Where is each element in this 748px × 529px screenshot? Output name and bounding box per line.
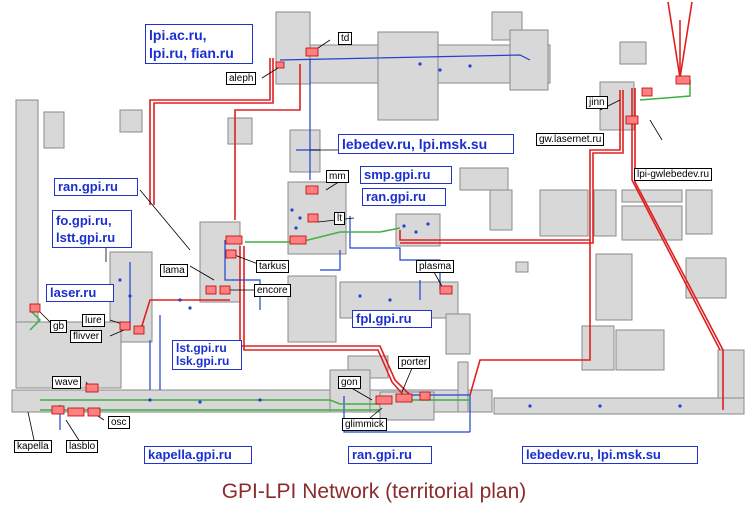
host-label-osc: osc xyxy=(108,416,130,429)
building xyxy=(329,369,371,413)
host-label-wave: wave xyxy=(52,376,82,389)
building xyxy=(289,129,321,173)
host-label-gwlasernet: gw.lasernet.ru xyxy=(536,133,605,146)
building xyxy=(457,361,469,413)
domain-label-fo: fo.gpi.ru, lstt.gpi.ru xyxy=(52,210,132,248)
domain-line: lsk.gpi.ru xyxy=(176,354,230,368)
building xyxy=(275,11,311,85)
building xyxy=(227,117,253,145)
host-label-glimmick: glimmick xyxy=(342,418,387,431)
host-label-tarkus: tarkus xyxy=(256,260,290,273)
building xyxy=(11,389,493,413)
host-label-porter: porter xyxy=(398,356,431,369)
domain-label-ran-mid: ran.gpi.ru xyxy=(362,188,446,206)
building xyxy=(615,329,665,371)
host-label-lpigw: lpi-gwlebedev.ru xyxy=(634,168,713,181)
domain-line: fo.gpi.ru, xyxy=(56,213,112,228)
domain-line: lpi.ru, fian.ru xyxy=(149,45,234,61)
domain-label-lpi: lpi.ac.ru, lpi.ru, fian.ru xyxy=(145,24,253,64)
host-label-lasblo: lasblo xyxy=(66,440,99,453)
host-label-jinn: jinn xyxy=(586,96,608,109)
host-label-mm: mm xyxy=(326,170,349,183)
building xyxy=(581,325,615,371)
building xyxy=(395,213,441,247)
host-label-aleph: aleph xyxy=(226,72,257,85)
host-label-lure: lure xyxy=(82,314,105,327)
domain-label-lebedev-bottom: lebedev.ru, lpi.msk.su xyxy=(522,446,698,464)
host-label-gb: gb xyxy=(50,320,68,333)
domain-label-ran-left: ran.gpi.ru xyxy=(54,178,138,196)
domain-label-fpl: fpl.gpi.ru xyxy=(352,310,432,328)
host-label-plasma: plasma xyxy=(416,260,455,273)
building xyxy=(515,261,529,273)
domain-line: lstt.gpi.ru xyxy=(56,230,116,245)
host-label-encore: encore xyxy=(254,284,291,297)
domain-line: lst.gpi.ru xyxy=(176,341,227,355)
building xyxy=(43,111,65,149)
host-label-flivver: flivver xyxy=(70,330,103,343)
building xyxy=(459,167,509,191)
domain-label-smp: smp.gpi.ru xyxy=(360,166,452,184)
domain-label-ran-bottom: ran.gpi.ru xyxy=(348,446,432,464)
host-label-kapella: kapella xyxy=(14,440,52,453)
building xyxy=(621,205,683,241)
building xyxy=(493,397,745,415)
building xyxy=(539,189,589,237)
domain-label-lst: lst.gpi.ru lsk.gpi.ru xyxy=(172,340,242,370)
host-label-td: td xyxy=(338,32,353,45)
building xyxy=(377,31,439,121)
building xyxy=(619,41,647,65)
building xyxy=(445,313,471,355)
domain-label-laser: laser.ru xyxy=(46,284,114,302)
diagram-title: GPI-LPI Network (territorial plan) xyxy=(221,480,527,503)
host-label-lama: lama xyxy=(160,264,188,277)
building xyxy=(685,189,713,235)
host-label-gon: gon xyxy=(338,376,361,389)
building xyxy=(595,253,633,321)
building xyxy=(621,189,683,203)
domain-label-lebedev-mid: lebedev.ru, lpi.msk.su xyxy=(338,134,514,154)
building xyxy=(119,109,143,133)
building xyxy=(593,189,617,237)
building xyxy=(489,189,513,231)
host-label-lt: lt xyxy=(334,212,345,225)
domain-label-kapella: kapella.gpi.ru xyxy=(144,446,252,464)
building xyxy=(287,275,337,343)
domain-line: lpi.ac.ru, xyxy=(149,27,207,43)
